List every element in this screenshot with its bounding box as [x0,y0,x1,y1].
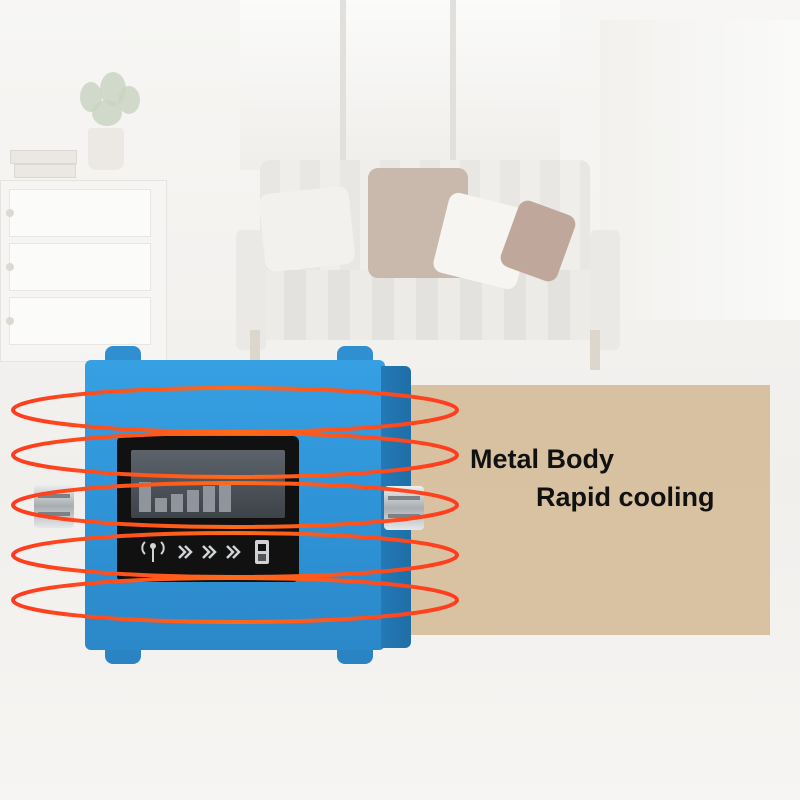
dresser [0,180,167,362]
phone-icon [255,540,269,564]
door [600,20,800,320]
heat-ring [11,576,459,624]
feature-panel [400,385,770,635]
signal-bars [139,476,259,512]
heat-ring [11,531,459,579]
arrows-icon [178,545,241,559]
signal-tower-icon [141,541,165,562]
window [240,0,560,170]
subheadline: Rapid cooling [536,482,715,512]
heat-ring [11,481,459,529]
headline: Metal Body [470,444,615,474]
heat-ring [11,386,459,434]
heat-ring [11,431,459,479]
lcd-icon-row [131,536,285,566]
